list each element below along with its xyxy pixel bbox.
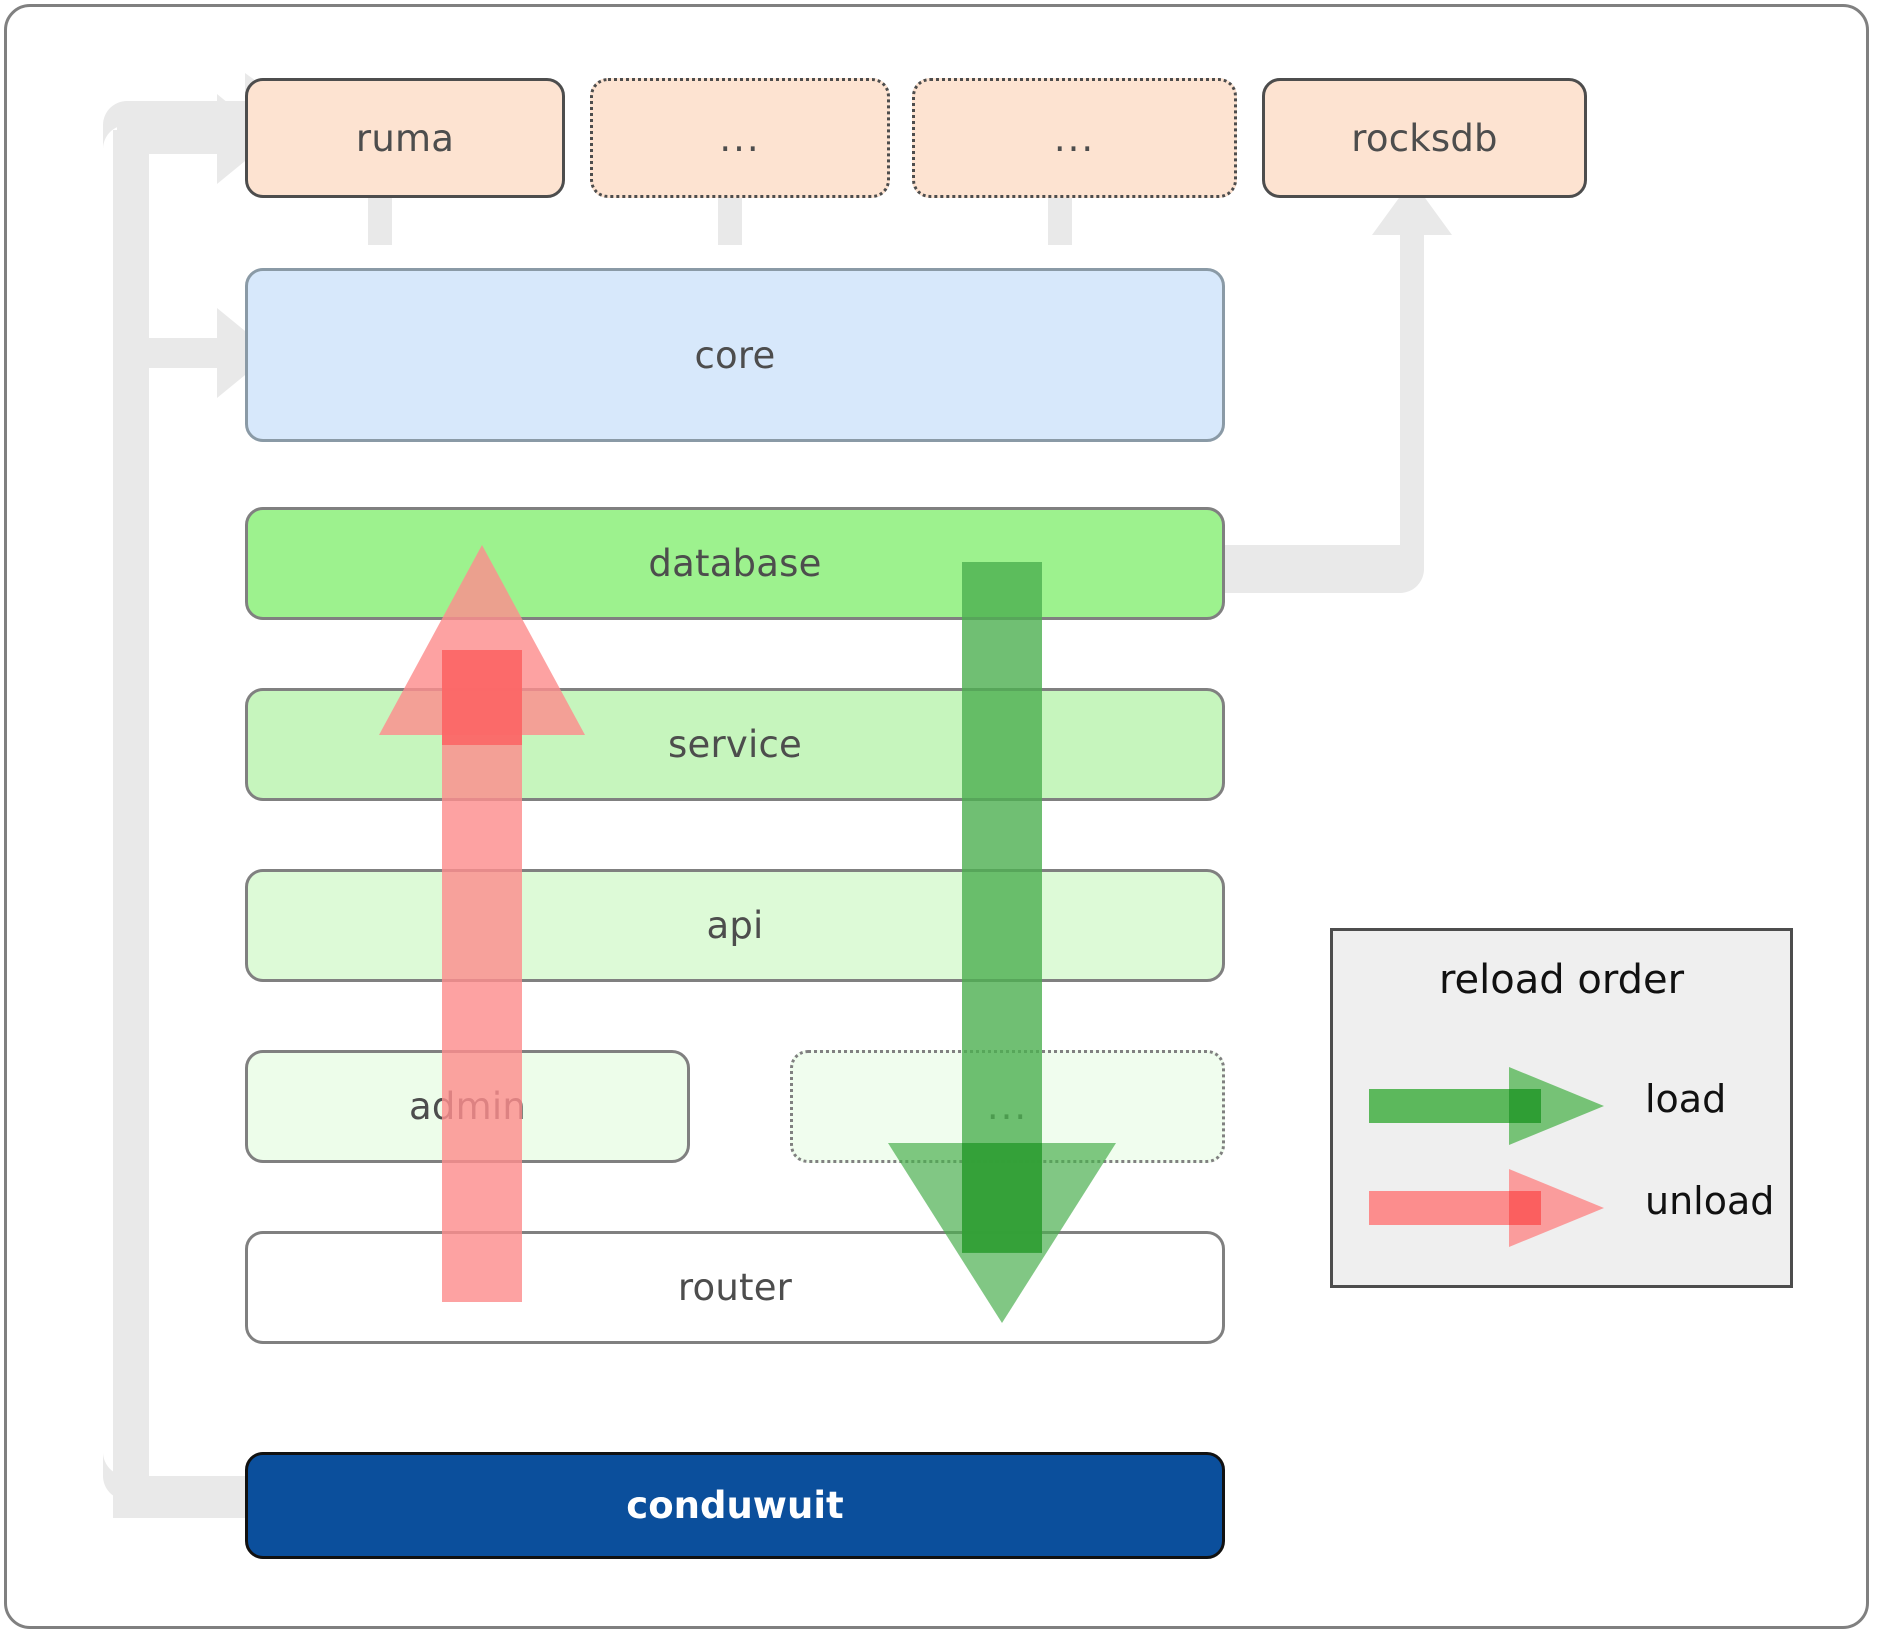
unload-arrow-overlap xyxy=(442,650,522,745)
dependency-ruma[interactable]: ruma xyxy=(245,78,565,198)
wire-left-rail-bottom xyxy=(113,1482,248,1518)
load-arrow-overlap xyxy=(962,1143,1042,1253)
legend-load-arrow-icon xyxy=(1369,1067,1604,1145)
legend-unload-label: unload xyxy=(1645,1179,1775,1223)
legend-load-label: load xyxy=(1645,1077,1727,1121)
legend-unload-arrow-icon xyxy=(1369,1169,1604,1247)
load-arrow xyxy=(888,562,1116,1323)
binary-conduwuit-label: conduwuit xyxy=(626,1484,844,1527)
wire-arrow-core xyxy=(117,308,272,398)
wire-arrow-ruma xyxy=(117,94,272,184)
unload-arrow-head xyxy=(379,545,585,735)
legend: reload order load unload xyxy=(1330,928,1793,1288)
binary-conduwuit[interactable]: conduwuit xyxy=(245,1452,1225,1559)
wire-database-to-rocksdb xyxy=(1225,180,1452,593)
dependency-placeholder-2[interactable]: ... xyxy=(912,78,1237,198)
unload-arrow-stem xyxy=(442,650,522,1302)
legend-item-unload: unload xyxy=(1333,1161,1790,1251)
legend-title: reload order xyxy=(1438,957,1685,1003)
layer-core[interactable]: core xyxy=(245,268,1225,442)
unload-arrow xyxy=(379,545,585,1302)
load-arrow-stem xyxy=(962,562,1042,1252)
legend-item-load: load xyxy=(1333,1059,1790,1149)
